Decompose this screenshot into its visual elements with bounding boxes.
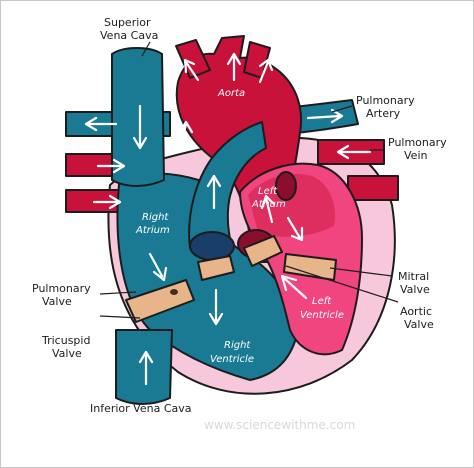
label-superior-vena-cava: Superior xyxy=(104,16,151,29)
label-pulmonary-vein-2: Vein xyxy=(404,149,427,162)
label-pulmonary-valve: Pulmonary xyxy=(32,282,91,295)
inferior-vena-cava xyxy=(115,329,173,405)
flow-arrow-icon xyxy=(286,216,304,242)
flow-arrow-icon xyxy=(306,108,344,124)
flow-arrows xyxy=(84,52,372,386)
watermark: www.sciencewithme.com xyxy=(204,418,355,432)
left-atrium-shade xyxy=(248,174,336,237)
flow-arrow-icon xyxy=(280,274,308,300)
label-right-atrium: Right xyxy=(142,212,169,223)
label-tricuspid-valve-2: Valve xyxy=(52,347,82,360)
label-left-atrium-2: Atrium xyxy=(251,199,286,210)
label-superior-vena-cava-2: Vena Cava xyxy=(100,29,158,42)
superior-vena-cava xyxy=(111,47,165,187)
pulmonary-vein-opening xyxy=(275,171,297,201)
label-right-ventricle: Right xyxy=(224,340,251,351)
label-pulmonary-vein: Pulmonary xyxy=(388,136,447,149)
flow-arrow-icon xyxy=(148,252,168,282)
pulmonary-vein-right-lower xyxy=(347,175,399,201)
label-aortic-valve-2: Valve xyxy=(404,318,434,331)
label-inferior-vena-cava: Inferior Vena Cava xyxy=(90,402,192,415)
label-left-ventricle-2: Ventricle xyxy=(300,310,344,321)
flow-arrow-icon xyxy=(178,120,194,152)
label-left-ventricle: Left xyxy=(312,296,332,307)
mitral-valve xyxy=(283,253,337,281)
flow-arrow-icon xyxy=(208,288,224,326)
flow-arrow-icon xyxy=(96,158,126,174)
label-pulmonary-artery: Pulmonary xyxy=(356,94,415,107)
flow-arrow-icon xyxy=(226,52,242,82)
flow-arrow-icon xyxy=(183,58,200,82)
label-aortic-valve: Aortic xyxy=(400,305,432,318)
label-aorta: Aorta xyxy=(217,88,245,99)
flow-arrow-icon xyxy=(258,58,274,84)
pulmonary-valve xyxy=(189,231,235,281)
tricuspid-valve xyxy=(125,279,195,323)
label-mitral-valve: Mitral xyxy=(398,270,429,283)
pulmonary-trunk xyxy=(188,121,267,249)
label-pulmonary-artery-2: Artery xyxy=(366,107,401,120)
aortic-valve xyxy=(237,229,283,267)
flow-arrow-icon xyxy=(138,350,154,386)
label-right-atrium-2: Atrium xyxy=(135,225,170,236)
flow-arrow-icon xyxy=(132,104,148,150)
label-mitral-valve-2: Valve xyxy=(400,283,430,296)
flow-arrow-icon xyxy=(92,194,122,210)
flow-arrow-icon xyxy=(206,174,222,210)
pointer-lines xyxy=(99,41,399,319)
label-pulmonary-valve-2: Valve xyxy=(42,295,72,308)
flow-arrow-icon xyxy=(260,194,276,224)
flow-arrow-icon xyxy=(84,116,118,132)
label-right-ventricle-2: Ventricle xyxy=(210,354,254,365)
flow-arrow-icon xyxy=(336,144,372,160)
label-tricuspid-valve: Tricuspid xyxy=(41,334,90,347)
label-left-atrium: Left xyxy=(258,186,278,197)
